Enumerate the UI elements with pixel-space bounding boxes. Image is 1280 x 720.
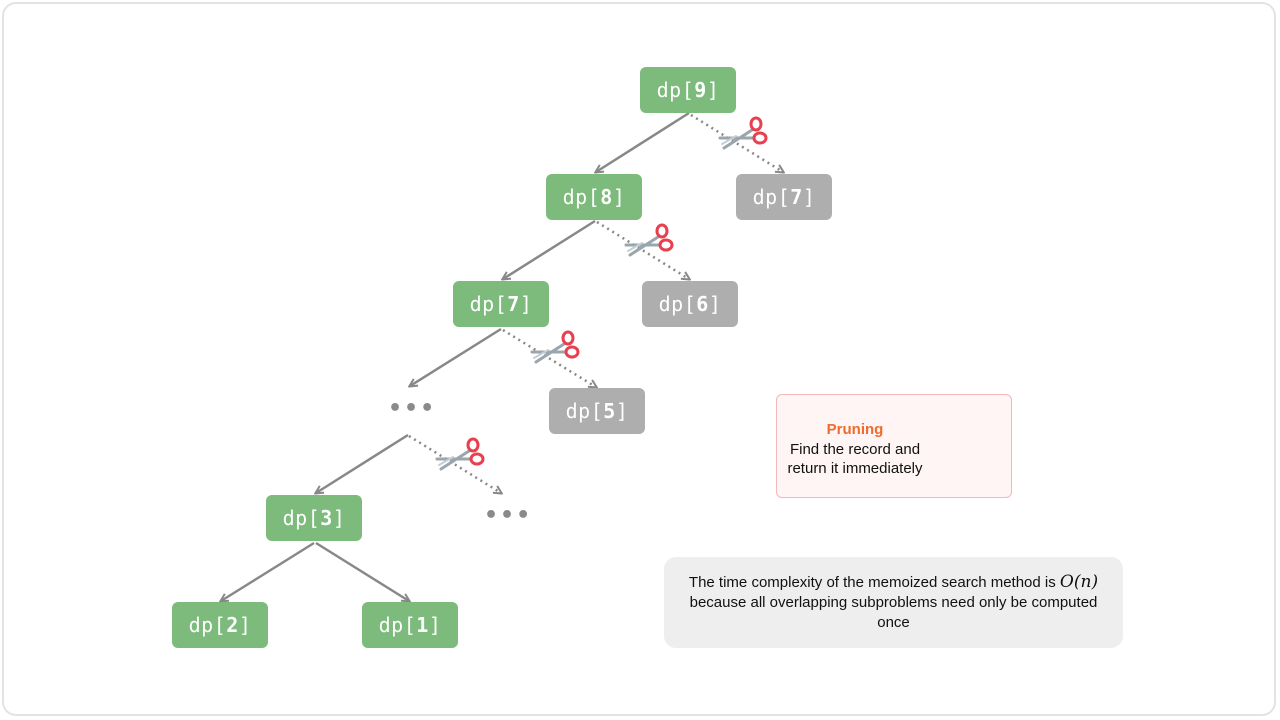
node-dp-7: dp[7] [453, 281, 549, 327]
node-dp-1: dp[1] [362, 602, 458, 648]
pruned-edge-9-7 [690, 113, 783, 172]
ellipsis-node: ••• [388, 396, 437, 421]
node-dp-8: dp[8] [546, 174, 642, 220]
ellipsis-pruned-node: ••• [484, 503, 533, 528]
legend-title: Pruning [826, 421, 884, 438]
scissors-icon [530, 330, 580, 364]
edge-7-ellipsis [410, 327, 502, 386]
legend-line-2: return it immediately [787, 460, 923, 477]
pruning-legend: Pruning Find the record and return it im… [776, 394, 1012, 498]
edge-3-2 [221, 541, 315, 601]
pruned-edge-8-6 [596, 220, 689, 279]
edge-9-8 [596, 111, 690, 172]
scissors-icon [718, 116, 768, 150]
note-text-after: because all overlapping subproblems need… [689, 594, 1098, 631]
edge-8-7 [503, 219, 596, 279]
scissors-icon [624, 223, 674, 257]
node-dp-9: dp[9] [640, 67, 736, 113]
complexity-note: The time complexity of the memoized sear… [664, 557, 1123, 648]
edge-ellipsis-3 [316, 433, 409, 493]
scissors-icon [435, 437, 485, 471]
pruned-edge-ellipsis [408, 434, 501, 493]
edge-3-1 [315, 541, 409, 601]
legend-description: Find the record and return it immediatel… [777, 440, 933, 478]
node-dp-2: dp[2] [172, 602, 268, 648]
note-math: O(n) [1059, 572, 1099, 592]
note-text-before: The time complexity of the memoized sear… [688, 574, 1060, 591]
node-dp-5-pruned: dp[5] [549, 388, 645, 434]
legend-line-1: Find the record and [789, 441, 921, 458]
node-dp-7-pruned: dp[7] [736, 174, 832, 220]
node-dp-6-pruned: dp[6] [642, 281, 738, 327]
pruned-edge-7-5 [502, 328, 596, 387]
node-dp-3: dp[3] [266, 495, 362, 541]
